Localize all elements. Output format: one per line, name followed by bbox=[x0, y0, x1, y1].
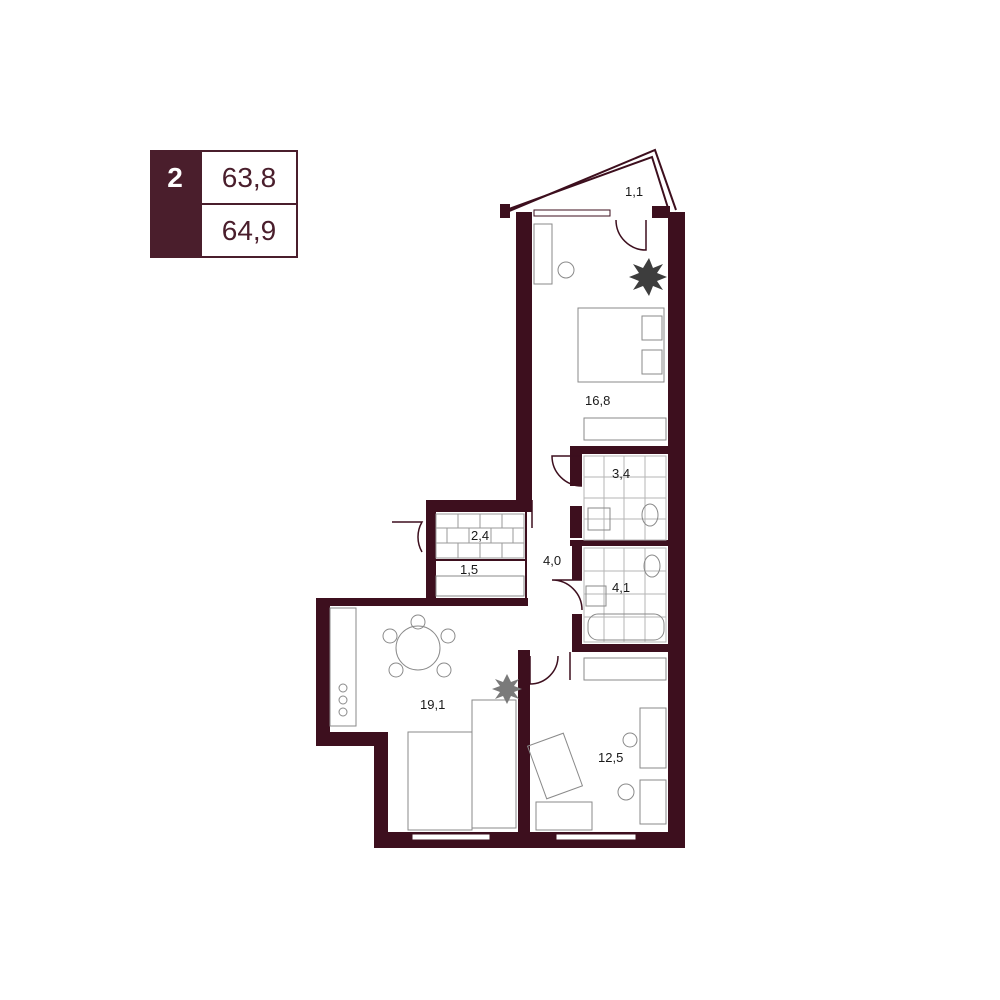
area-labels: 1,1 16,8 3,4 2,4 4,0 1,5 4,1 19,1 12,5 bbox=[420, 184, 643, 765]
wardrobe-2 bbox=[435, 575, 525, 597]
bedroom-2-area: 12,5 bbox=[598, 750, 623, 765]
bedroom-area: 16,8 bbox=[585, 393, 610, 408]
plants bbox=[492, 258, 667, 704]
armchair bbox=[526, 732, 584, 800]
storage-area: 2,4 bbox=[471, 528, 489, 543]
piano bbox=[639, 707, 667, 769]
total-area: 64,9 bbox=[200, 204, 298, 258]
living-area: 63,8 bbox=[200, 150, 298, 204]
dining-table bbox=[395, 625, 441, 671]
kitchen-counter bbox=[329, 607, 357, 727]
washing-machine bbox=[585, 585, 607, 607]
doors bbox=[392, 219, 647, 685]
toilet-2 bbox=[643, 554, 661, 578]
hall-area: 4,0 bbox=[543, 553, 561, 568]
sofa bbox=[471, 699, 517, 829]
windows bbox=[411, 209, 637, 841]
wardrobe-area: 1,5 bbox=[460, 562, 478, 577]
walls bbox=[316, 204, 685, 848]
plant-icon-2 bbox=[492, 674, 522, 704]
desk-chair bbox=[557, 261, 575, 279]
bedroom-desk bbox=[533, 223, 553, 285]
bedroom2-wardrobe bbox=[583, 657, 667, 681]
apartment-summary: 2 63,8 64,9 bbox=[150, 150, 298, 258]
partitions bbox=[436, 512, 668, 598]
bathroom-tiles bbox=[583, 455, 667, 643]
bathroom-area: 3,4 bbox=[612, 466, 630, 481]
bed-2 bbox=[535, 801, 593, 831]
balcony-outline bbox=[501, 148, 677, 215]
furniture bbox=[329, 223, 667, 831]
washbasin bbox=[587, 507, 611, 531]
storage-tiles bbox=[435, 513, 525, 559]
bathtub bbox=[587, 613, 665, 641]
balcony-area: 1,1 bbox=[625, 184, 643, 199]
plant-icon bbox=[629, 258, 667, 296]
toilet bbox=[641, 503, 659, 527]
desk-2 bbox=[639, 779, 667, 825]
kitchen-living-area: 19,1 bbox=[420, 697, 445, 712]
bath-area: 4,1 bbox=[612, 580, 630, 595]
sofa-bed bbox=[407, 731, 473, 831]
double-bed bbox=[577, 307, 665, 383]
room-count: 2 bbox=[150, 150, 200, 258]
bedroom-wardrobe bbox=[583, 417, 667, 441]
